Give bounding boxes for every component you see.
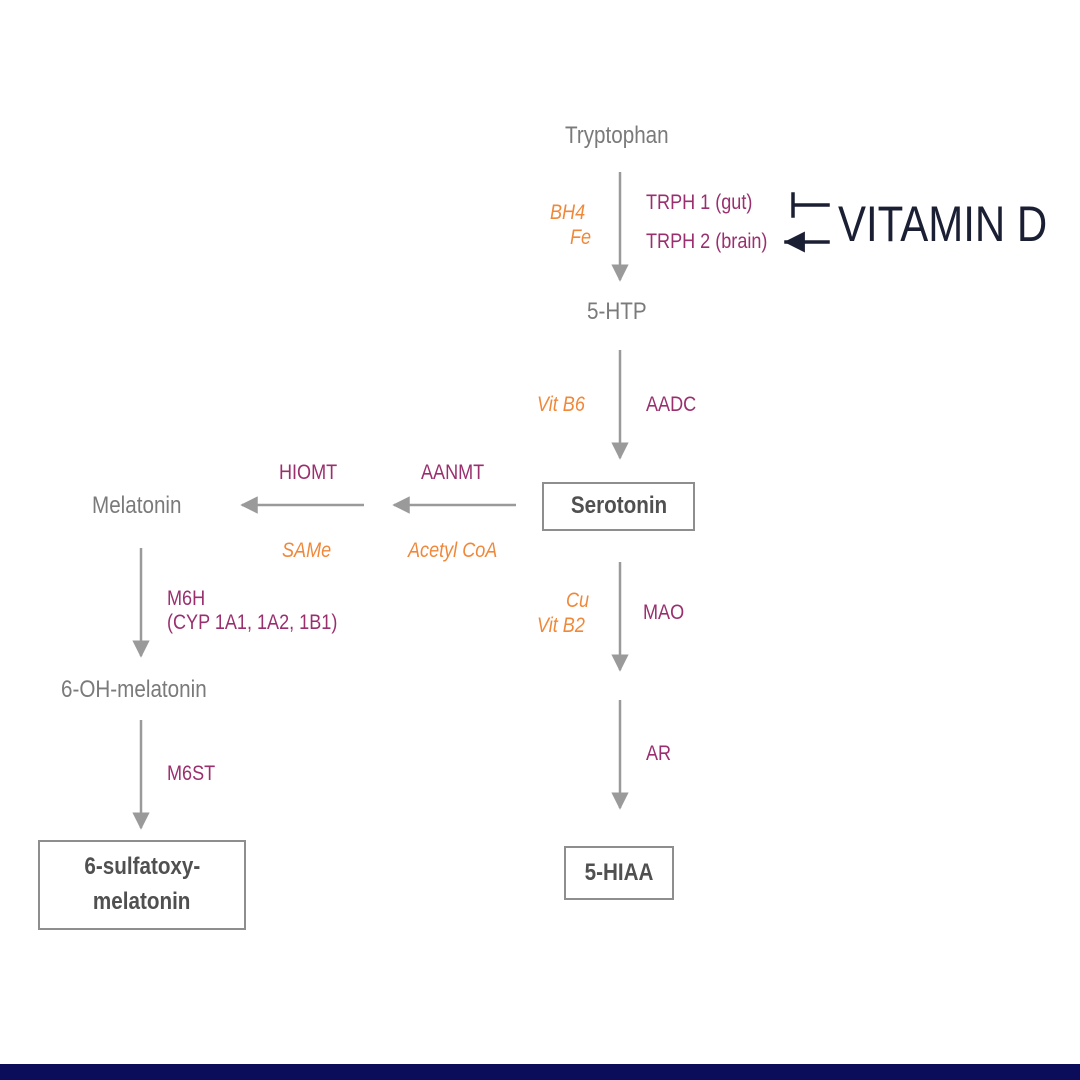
cofactor-vit-b2: Vit B2 — [537, 614, 585, 637]
node-serotonin-box: Serotonin — [542, 482, 695, 531]
cofactor-fe: Fe — [570, 226, 592, 249]
enzyme-trph2: TRPH 2 (brain) — [646, 230, 768, 253]
vitamin-d-label: VITAMIN D — [838, 196, 1048, 252]
node-tryptophan: Tryptophan — [565, 122, 669, 149]
node-6oh-melatonin: 6-OH-melatonin — [61, 676, 207, 703]
enzyme-m6h-cyp: (CYP 1A1, 1A2, 1B1) — [167, 611, 338, 634]
enzyme-aadc: AADC — [646, 393, 697, 416]
node-sulfatoxy-line1: 6-sulfatoxy- — [84, 853, 200, 881]
enzyme-m6st: M6ST — [167, 762, 216, 785]
enzyme-trph1: TRPH 1 (gut) — [646, 191, 753, 214]
node-6-sulfatoxy-melatonin-box: 6-sulfatoxy- melatonin — [38, 840, 246, 930]
node-5hiaa-box: 5-HIAA — [564, 846, 674, 900]
cofactor-acetyl-coa: Acetyl CoA — [408, 539, 498, 562]
cofactor-bh4: BH4 — [550, 201, 586, 224]
enzyme-ar: AR — [646, 742, 672, 765]
node-5hiaa: 5-HIAA — [584, 858, 654, 886]
enzyme-m6h: M6H — [167, 587, 206, 610]
enzyme-hiomt: HIOMT — [279, 461, 338, 484]
cofactor-cu: Cu — [566, 589, 590, 612]
cofactor-same: SAMe — [282, 539, 332, 562]
node-serotonin: Serotonin — [570, 492, 667, 520]
enzyme-aanmt: AANMT — [421, 461, 485, 484]
node-melatonin: Melatonin — [92, 492, 182, 519]
node-sulfatoxy-line2: melatonin — [93, 888, 191, 915]
enzyme-mao: MAO — [643, 601, 685, 624]
footer-bar — [0, 1064, 1080, 1080]
cofactor-vit-b6: Vit B6 — [537, 393, 585, 416]
node-5htp: 5-HTP — [587, 298, 647, 325]
